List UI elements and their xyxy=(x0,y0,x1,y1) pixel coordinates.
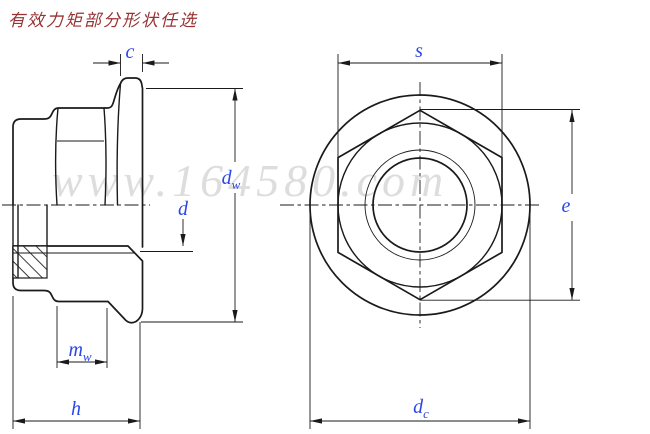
dim-label-dw: dw xyxy=(222,167,241,192)
dim-dw: dw xyxy=(141,88,243,323)
dim-label-h: h xyxy=(71,398,81,420)
bore-circle xyxy=(372,157,468,253)
dim-s: s xyxy=(337,40,503,157)
nut-upper-profile xyxy=(12,77,144,248)
section-view: c dw d mw xyxy=(2,41,243,429)
dim-d: d xyxy=(140,198,193,252)
flange-cone-edge xyxy=(116,82,122,206)
dim-c: c xyxy=(93,41,169,76)
flange-outer-circle xyxy=(309,94,531,316)
dim-h: h xyxy=(12,296,141,429)
torque-note-text: 有效力矩部分形状任选 xyxy=(8,11,198,30)
dim-label-c: c xyxy=(126,41,135,63)
top-view: s e dc xyxy=(280,40,580,429)
dim-mw: mw xyxy=(56,306,108,368)
thread-major-circle xyxy=(364,149,476,261)
dim-e: e xyxy=(420,109,580,301)
dim-label-d: d xyxy=(178,198,189,220)
section-cut-area xyxy=(12,245,144,324)
dim-label-e: e xyxy=(562,195,571,217)
hex-corner-arc-right xyxy=(103,107,107,206)
hex-corner-arc-left xyxy=(54,107,59,206)
dim-dc: dc xyxy=(309,207,531,429)
dim-label-mw: mw xyxy=(68,339,91,364)
hexagon xyxy=(337,109,503,301)
dim-label-dc: dc xyxy=(413,396,429,421)
dim-label-s: s xyxy=(415,40,423,62)
